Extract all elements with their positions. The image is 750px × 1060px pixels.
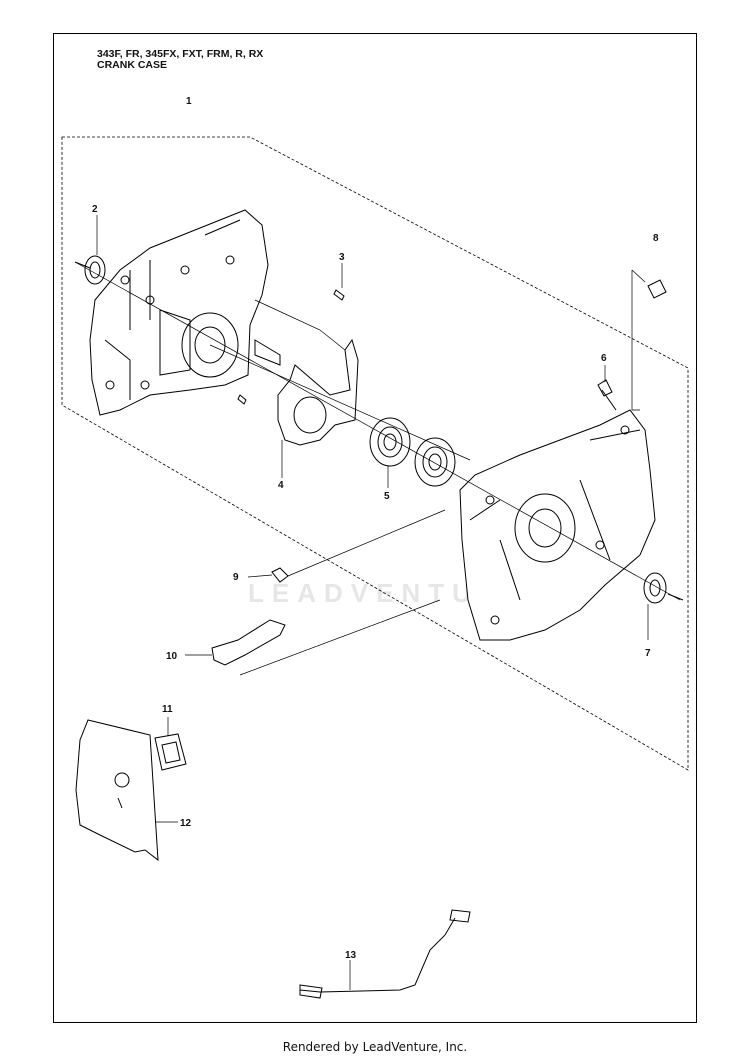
bearing-right bbox=[414, 437, 456, 487]
callout-8: 8 bbox=[653, 233, 659, 244]
section-title: CRANK CASE bbox=[97, 59, 168, 71]
callout-1: 1 bbox=[186, 96, 192, 107]
diagram-frame bbox=[53, 33, 697, 1023]
callouts: 1 2 3 4 5 6 7 8 9 10 11 12 13 bbox=[92, 96, 659, 961]
callout-13: 13 bbox=[345, 950, 357, 961]
callout-6: 6 bbox=[601, 353, 607, 364]
gasket bbox=[277, 338, 359, 446]
spacer bbox=[154, 733, 187, 771]
dowel-pin bbox=[333, 289, 345, 301]
nut-small bbox=[271, 567, 289, 583]
nut-top bbox=[647, 279, 667, 299]
callout-9: 9 bbox=[233, 572, 239, 583]
crankcase-left-half bbox=[89, 209, 281, 416]
callout-5: 5 bbox=[384, 491, 390, 502]
wire-harness bbox=[299, 909, 471, 999]
model-list: 343F, FR, 345FX, FXT, FRM, R, RX bbox=[97, 48, 264, 60]
callout-12: 12 bbox=[180, 818, 192, 829]
leader-lines bbox=[74, 215, 681, 990]
callout-3: 3 bbox=[339, 252, 345, 263]
callout-4: 4 bbox=[278, 480, 284, 491]
bearing-left bbox=[369, 417, 411, 467]
bracket bbox=[211, 619, 286, 666]
callout-11: 11 bbox=[162, 704, 173, 715]
crankcase-right-half bbox=[459, 409, 656, 641]
callout-7: 7 bbox=[645, 648, 651, 659]
assembly-outline bbox=[61, 136, 689, 771]
footer-credit: Rendered by LeadVenture, Inc. bbox=[282, 1040, 468, 1054]
screw bbox=[597, 379, 617, 411]
plate bbox=[75, 719, 159, 862]
callout-2: 2 bbox=[92, 204, 98, 215]
callout-10: 10 bbox=[166, 651, 178, 662]
